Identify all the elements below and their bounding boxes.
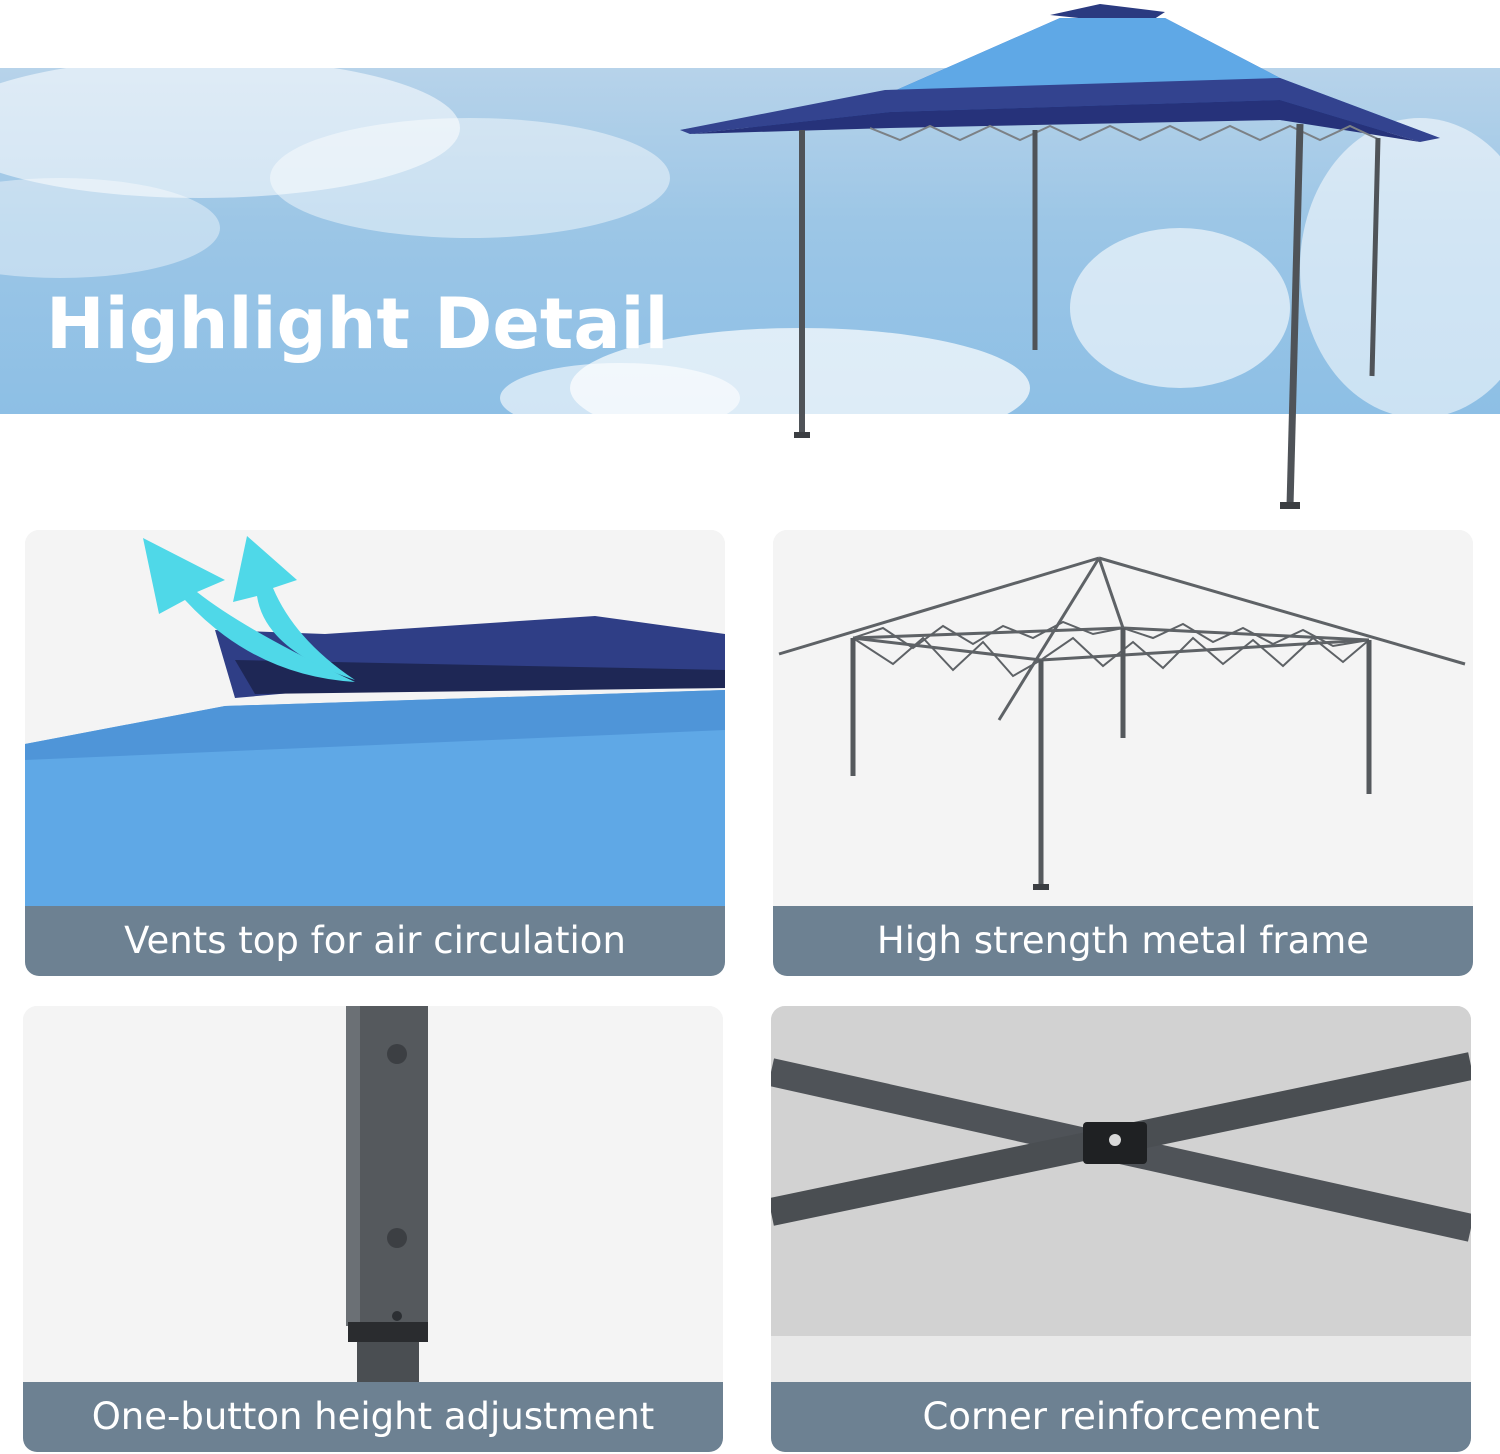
sky-clouds bbox=[0, 68, 1500, 414]
panel-caption: Vents top for air circulation bbox=[25, 906, 725, 976]
arrow-up-icon bbox=[143, 536, 355, 682]
panel-frame: High strength metal frame bbox=[773, 530, 1473, 976]
panel-caption: Corner reinforcement bbox=[771, 1382, 1471, 1452]
panel-caption: One-button height adjustment bbox=[23, 1382, 723, 1452]
panel-caption: High strength metal frame bbox=[773, 906, 1473, 976]
canopy-tent-image bbox=[680, 4, 1440, 509]
panel-corner-reinforcement: Corner reinforcement bbox=[771, 1006, 1471, 1452]
panel-vents: Vents top for air circulation bbox=[25, 530, 725, 976]
panel-height-adjustment: One-button height adjustment bbox=[23, 1006, 723, 1452]
metal-frame-image bbox=[773, 530, 1473, 976]
hero-title: Highlight Detail bbox=[46, 283, 669, 365]
corner-joint-image bbox=[771, 1006, 1471, 1452]
adjustable-leg-image bbox=[23, 1006, 723, 1452]
